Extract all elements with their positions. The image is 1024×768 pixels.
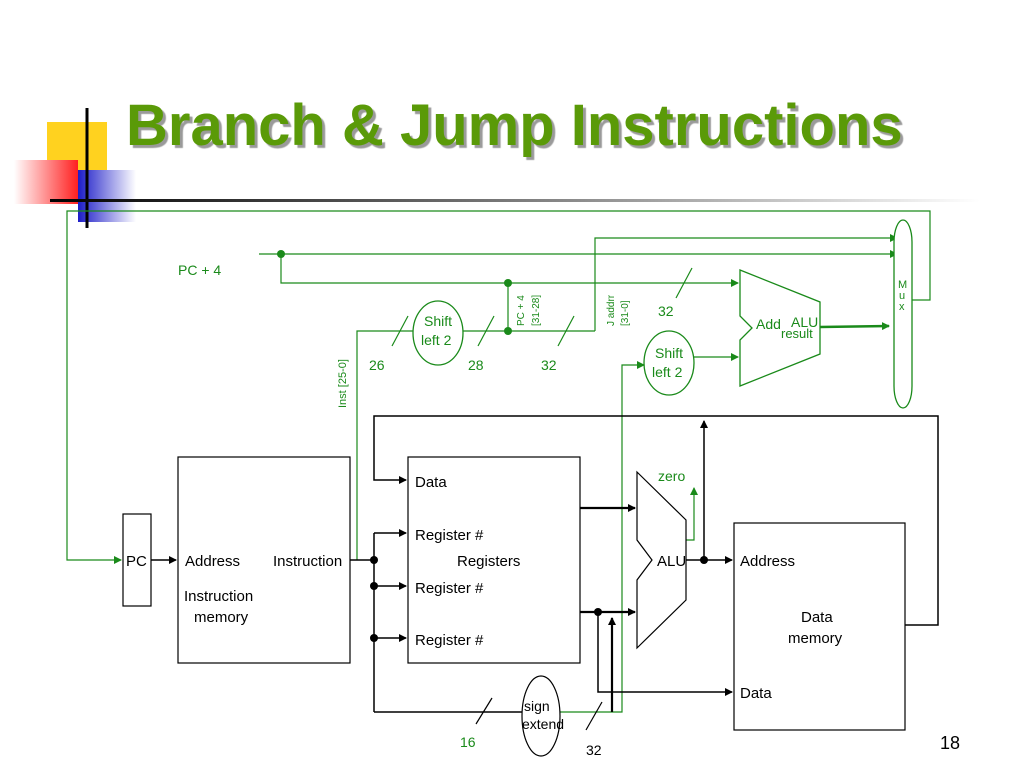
signext-label-a: sign [524,698,550,714]
mux-to-pc-wire [66,210,931,564]
dmem-name-b: memory [788,630,843,647]
width-32-c: 32 [586,742,602,758]
instruction-memory [177,456,351,664]
alu-result-label-b: result [781,326,813,341]
add-label: Add [756,316,781,332]
corner-decoration [14,108,136,228]
mux-label-m: M [898,279,907,291]
pc4-junction [277,250,285,258]
mux-label-x: x [899,301,905,313]
pc4-bits-junction-bottom [504,327,512,335]
shift-left-2-bottom [643,330,695,396]
dmem-address-label: Address [740,553,795,570]
main-alu [636,470,687,650]
reg-num-2: Register # [415,580,484,597]
width-32-b: 32 [658,303,674,319]
slide-title: Branch & Jump Instructions [126,93,903,158]
width-28: 28 [468,357,484,373]
pc-label: PC [126,553,147,570]
inst-bits-label: Inst [25-0] [337,359,349,408]
red-square [14,160,78,204]
signext-label-b: extend [522,716,564,732]
jaddr-label-b: [31-0] [620,300,631,326]
shift-left-2-top [412,300,464,366]
sign-extend [521,675,561,757]
mux-label-u: u [899,290,905,302]
shift-label-1b: left 2 [421,332,452,348]
register-file [407,456,581,664]
jaddr-wire [594,234,898,331]
page-number: 18 [940,733,961,753]
alu-label: ALU [657,553,686,570]
registers-label: Registers [457,553,520,570]
title-rule [50,199,980,202]
shift-label-2b: left 2 [652,364,683,380]
zero-wire [686,487,698,541]
pc4-bits-label-a: PC + 4 [516,295,527,326]
inst-bits-wire [356,330,413,560]
shift-label-1a: Shift [424,313,452,329]
jaddr-label-a: J addrr [606,294,617,326]
reg-num-3: Register # [415,632,484,649]
pc-plus-4-label: PC + 4 [178,262,221,278]
imem-address-label: Address [185,553,240,570]
pc4-to-adder-wire [280,254,739,287]
alu-result-label-a: ALU [791,314,818,330]
data-memory [733,522,906,731]
width-16: 16 [460,734,476,750]
width-32-a: 32 [541,357,557,373]
pc4-bits-junction-top [504,279,512,287]
imem-name-a: Instruction [184,588,253,605]
shift-label-2a: Shift [655,345,683,361]
signext-to-shift-wire [560,361,645,713]
dmem-data-label: Data [740,685,772,702]
pc-register [122,513,152,607]
branch-adder [739,269,821,387]
imem-instruction-label: Instruction [273,553,342,570]
reg-data-label: Data [415,474,447,491]
pc-mux [893,219,913,409]
dmem-name-a: Data [801,609,833,626]
width-26: 26 [369,357,385,373]
zero-label: zero [658,468,685,484]
imem-name-b: memory [194,609,249,626]
pc4-bits-label-b: [31-28] [531,295,542,326]
reg-num-1: Register # [415,527,484,544]
read-data-2-to-dmem-wire [597,612,733,696]
adder-to-mux-wire [819,322,890,331]
